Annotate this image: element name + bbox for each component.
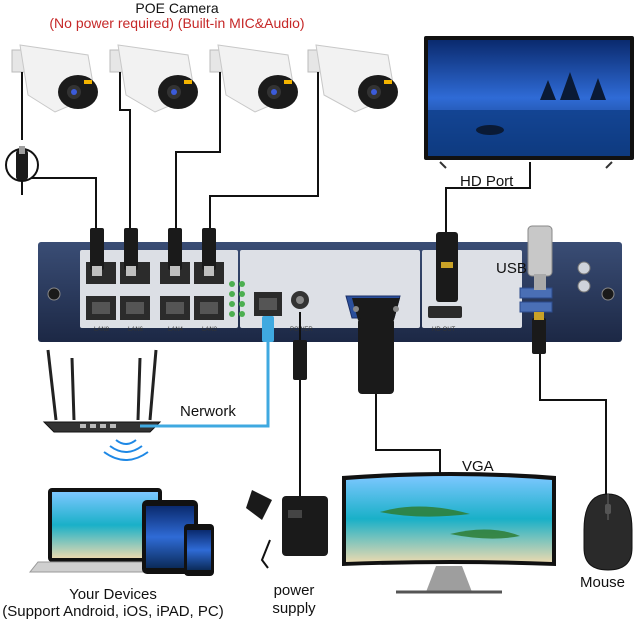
diagram-subtitle: (No power required) (Built-in MIC&Audio) [49, 15, 305, 31]
port-label-lan8: LAN8 [94, 327, 110, 333]
tv-screen [424, 36, 634, 169]
usb-label: USB [496, 260, 527, 277]
camera-rj45-plugs [90, 228, 216, 276]
mouse-cable [539, 354, 607, 494]
power-adapter [246, 490, 328, 569]
poe-camera-1 [11, 44, 98, 113]
hd-port-label: HD Port [460, 173, 514, 190]
port-label-lan6: LAN6 [128, 327, 144, 333]
hdmi-port [428, 306, 462, 318]
port-labels: LAN8 LAN6 LAN4 LAN2 [94, 327, 218, 333]
lan-port-lan8 [86, 296, 116, 320]
port-label-lan4: LAN4 [168, 327, 184, 333]
network-cable [140, 318, 270, 428]
power-supply-label-line1: power [273, 582, 315, 599]
devices-label: Your Devices [69, 586, 157, 603]
hdmi-port-label: HD-OUT [432, 327, 456, 333]
power-port-label: POWER [290, 327, 313, 333]
port-label-lan2: LAN2 [202, 327, 218, 333]
vga-plug [352, 298, 400, 394]
poe-camera-2 [109, 44, 198, 113]
camera-connector-icon [5, 146, 39, 182]
mouse-label: Mouse [580, 574, 626, 591]
router [42, 349, 162, 433]
hdmi-plug [436, 232, 458, 302]
camera-cables [21, 72, 319, 228]
mouse-usb-plug [532, 312, 546, 354]
uplink-port [254, 292, 282, 316]
power-supply-label-line2: supply [272, 600, 316, 617]
vga-label: VGA [462, 458, 494, 475]
diagram-title: POE Camera [135, 0, 219, 16]
hdmi-cable [445, 162, 531, 232]
network-label: Nerwork [180, 403, 236, 420]
smartphone [184, 524, 214, 576]
alarm-terminals [229, 281, 245, 317]
poe-camera-3 [209, 44, 298, 113]
poe-camera-4 [307, 44, 398, 113]
wifi-signal-icon [103, 439, 149, 461]
power-jack [291, 291, 309, 309]
power-plug [293, 340, 307, 380]
lan-port-lan4 [160, 296, 190, 320]
vga-monitor [342, 472, 556, 594]
mouse-icon [583, 493, 633, 571]
lan-port-lan2 [194, 296, 224, 320]
usb-stick [527, 225, 553, 290]
devices-support-label: (Support Android, iOS, iPAD, PC) [2, 603, 224, 620]
vga-cable [375, 392, 441, 476]
network-plug [262, 316, 274, 342]
lan-port-lan6 [120, 296, 150, 320]
